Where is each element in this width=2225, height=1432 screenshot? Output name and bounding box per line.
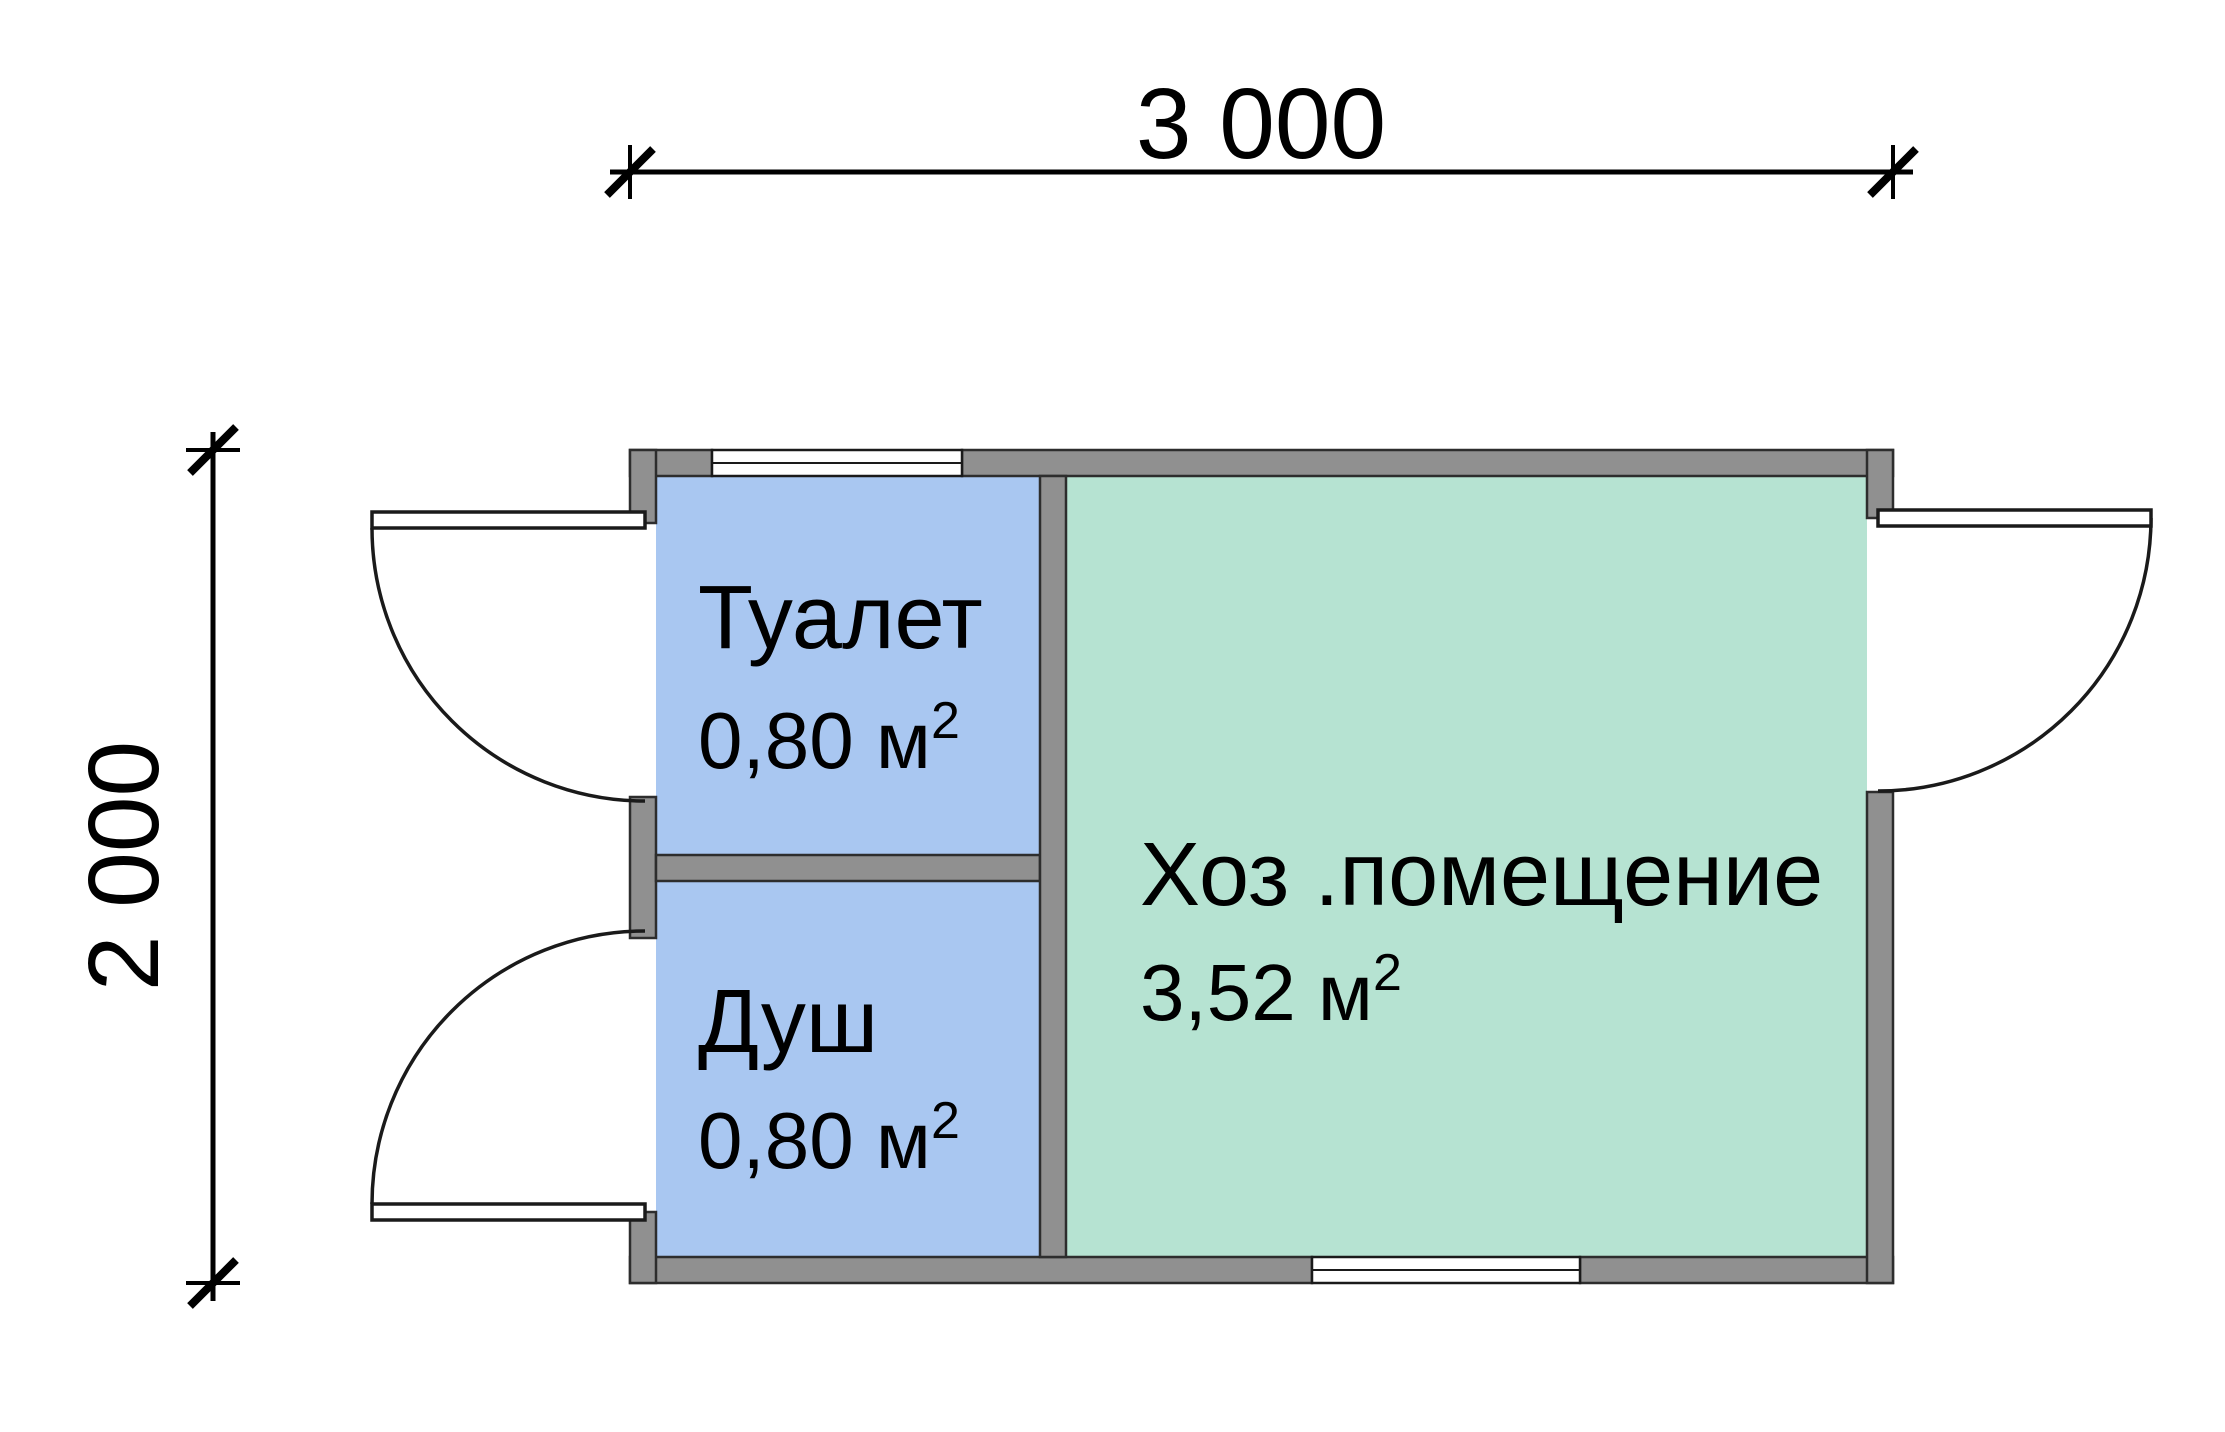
dimension-width-label: 3 000 bbox=[1136, 68, 1386, 180]
room-utility-area-exponent: 2 bbox=[1373, 944, 1402, 1002]
room-shower-area: 0,80 м2 bbox=[698, 1092, 960, 1185]
toilet-door-leaf bbox=[370, 510, 647, 530]
room-utility bbox=[1066, 476, 1867, 1257]
doors bbox=[370, 508, 2153, 1222]
wall-partition-vertical bbox=[1038, 474, 1068, 1259]
room-utility-name: Хоз .помещение bbox=[1140, 825, 1823, 925]
room-utility-area: 3,52 м2 bbox=[1140, 944, 1402, 1037]
wall-left-lower-segment bbox=[628, 1210, 658, 1285]
dimension-width: 3 000 bbox=[604, 68, 1919, 199]
room-labels: Туалет 0,80 м2 Душ 0,80 м2 Хоз .помещени… bbox=[698, 568, 1823, 1185]
room-toilet-area-value: 0,80 м bbox=[698, 696, 931, 785]
wall-left-middle-segment bbox=[628, 795, 658, 940]
wall-bottom-right-segment bbox=[1578, 1255, 1895, 1285]
wall-partition-horizontal bbox=[654, 853, 1042, 883]
dimension-height-tick-top bbox=[187, 424, 239, 476]
toilet-door-arc bbox=[370, 527, 646, 803]
room-toilet bbox=[656, 476, 1040, 855]
wall-top-right-segment bbox=[960, 448, 1895, 478]
room-shower-name: Душ bbox=[698, 972, 878, 1072]
dimension-height-label: 2 000 bbox=[68, 741, 180, 991]
utility-door-leaf bbox=[1876, 508, 2153, 528]
dimension-height-tick-bottom bbox=[187, 1257, 239, 1309]
wall-right-lower-segment bbox=[1865, 790, 1895, 1285]
dimension-width-tick-left bbox=[604, 146, 656, 198]
shower-door-leaf bbox=[370, 1202, 647, 1222]
room-toilet-area-exponent: 2 bbox=[931, 692, 960, 750]
wall-bottom-left-segment bbox=[628, 1255, 1314, 1285]
room-shower-area-value: 0,80 м bbox=[698, 1096, 931, 1185]
utility-door-arc bbox=[1877, 517, 2153, 793]
rooms bbox=[656, 476, 1867, 1257]
dimension-width-tick-right bbox=[1867, 146, 1919, 198]
wall-right-upper-segment bbox=[1865, 448, 1895, 520]
windows bbox=[710, 448, 1582, 1285]
room-shower bbox=[656, 881, 1040, 1257]
room-utility-area-value: 3,52 м bbox=[1140, 948, 1373, 1037]
room-shower-area-exponent: 2 bbox=[931, 1092, 960, 1150]
room-toilet-name: Туалет bbox=[698, 568, 983, 668]
shower-door-arc bbox=[370, 929, 646, 1205]
room-toilet-area: 0,80 м2 bbox=[698, 692, 960, 785]
dimension-height: 2 000 bbox=[68, 424, 240, 1309]
